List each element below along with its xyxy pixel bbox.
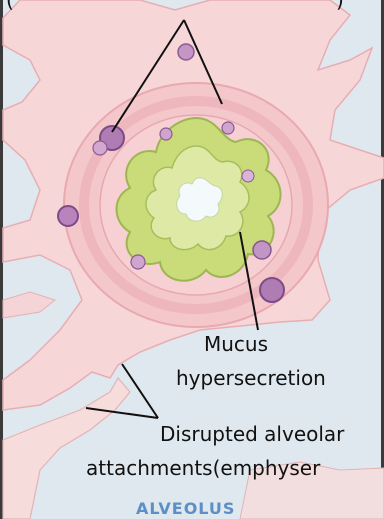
gland-10 — [242, 170, 254, 182]
label-attachments-emphysema: attachments(emphyser — [86, 456, 320, 480]
gland-8 — [222, 122, 234, 134]
gland-2 — [58, 206, 78, 226]
label-alveolus: ALVEOLUS — [136, 497, 235, 519]
gland-6 — [93, 141, 107, 155]
top-label-open-paren: ( — [6, 0, 14, 12]
gland-9 — [160, 128, 172, 140]
gland-5 — [253, 241, 271, 259]
label-disrupted-alveolar: Disrupted alveolar — [160, 422, 344, 446]
label-hypersecretion: hypersecretion — [176, 366, 326, 390]
gland-4 — [260, 278, 284, 302]
gland-7 — [131, 255, 145, 269]
top-label-close-paren: ) — [336, 0, 344, 12]
gland-3 — [178, 44, 194, 60]
label-mucus: Mucus — [204, 332, 268, 356]
